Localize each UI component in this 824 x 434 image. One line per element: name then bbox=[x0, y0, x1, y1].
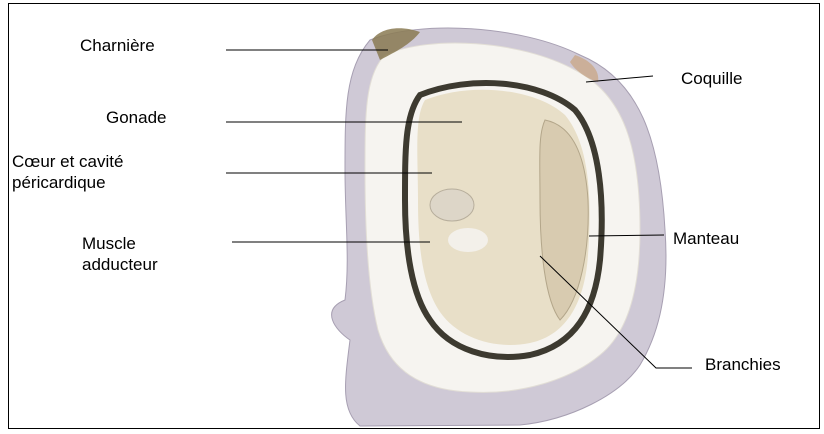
label-coquille: Coquille bbox=[681, 68, 742, 89]
label-gonade: Gonade bbox=[106, 107, 167, 128]
label-coeur-cavite: Cœur et cavité péricardique bbox=[12, 151, 123, 193]
label-branchies: Branchies bbox=[705, 354, 781, 375]
label-charniere: Charnière bbox=[80, 35, 155, 56]
heart-shape bbox=[430, 189, 474, 221]
label-muscle-adducteur: Muscle adducteur bbox=[82, 233, 158, 275]
muscle-shape bbox=[448, 228, 488, 252]
label-manteau: Manteau bbox=[673, 228, 739, 249]
